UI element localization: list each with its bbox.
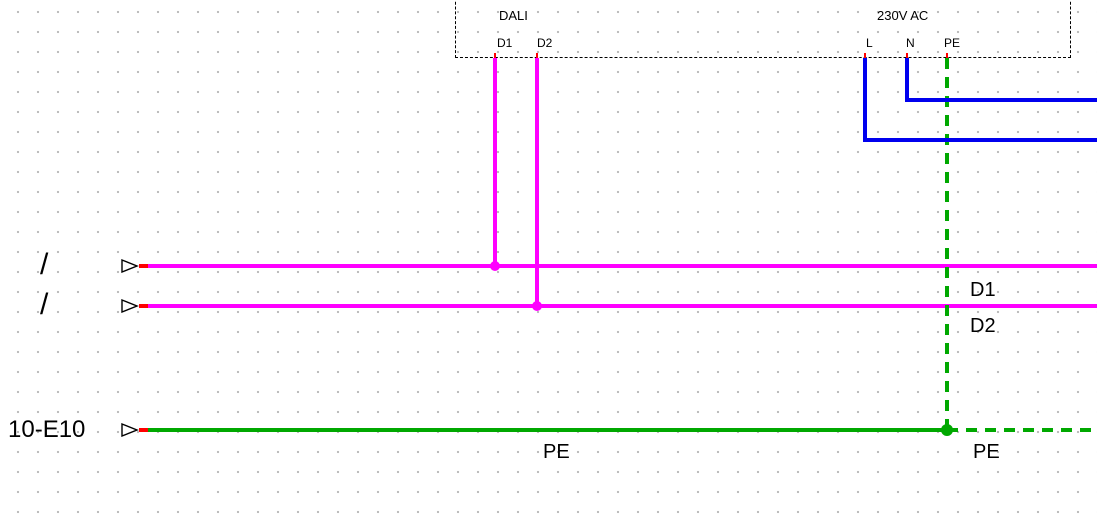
pe-source-ref: 10-E10	[8, 416, 86, 443]
dali-group-label: DALI	[499, 8, 528, 23]
source-ref-slash-bottom: /	[40, 288, 49, 321]
connection-tick-l	[864, 53, 866, 58]
power-group-label: 230V AC	[877, 8, 929, 23]
wire-label-pe-right: PE	[973, 441, 1000, 463]
interruption-arrow-d1	[121, 258, 139, 278]
wire-pe-vertical-dashed	[945, 58, 949, 432]
wire-d1-vertical	[493, 58, 497, 268]
wire-label-pe-mid: PE	[543, 441, 570, 463]
terminal-label-n: N	[906, 36, 915, 50]
connection-tick-arrow-pe	[139, 428, 148, 432]
terminal-label-d1: D1	[497, 36, 513, 50]
source-ref-slash-top: /	[40, 248, 49, 281]
wire-n-horizontal	[905, 98, 1097, 102]
connection-tick-d1	[494, 53, 496, 58]
wire-l-vertical	[863, 58, 867, 142]
terminal-label-l: L	[866, 36, 873, 50]
interruption-arrow-pe	[121, 422, 139, 442]
wire-pe-horizontal	[148, 428, 947, 432]
wire-l-horizontal	[863, 138, 1097, 142]
connection-tick-d2	[536, 53, 538, 58]
wire-n-vertical	[905, 58, 909, 102]
connection-tick-arrow-d1	[139, 264, 148, 268]
interruption-arrow-d2	[121, 298, 139, 318]
junction-dot-pe	[941, 424, 953, 436]
wire-label-d1: D1	[970, 279, 996, 301]
terminal-label-d2: D2	[537, 36, 553, 50]
junction-dot-d1	[490, 261, 500, 271]
connection-tick-pe	[946, 53, 948, 58]
wire-d2-vertical	[535, 58, 539, 308]
connection-tick-arrow-d2	[139, 304, 148, 308]
connection-tick-n	[906, 53, 908, 58]
wire-pe-horizontal-dashed	[947, 428, 1097, 432]
wire-d2-horizontal	[148, 304, 1097, 308]
wire-label-d2: D2	[970, 315, 996, 337]
junction-dot-d2	[532, 301, 542, 311]
terminal-label-pe: PE	[944, 36, 961, 50]
wire-d1-horizontal	[148, 264, 1097, 268]
device-outline	[455, 0, 1071, 58]
